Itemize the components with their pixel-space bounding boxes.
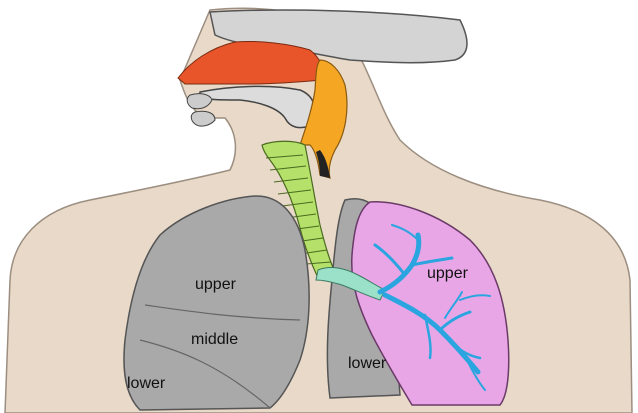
right-lung-lower-lobe-label: lower: [127, 376, 165, 392]
right-lung-upper-lobe-label: upper: [195, 277, 236, 293]
left-lung-upper-lobe-label: upper: [427, 266, 468, 282]
right-lung-middle-lobe-label: middle: [191, 332, 238, 348]
left-lung-lower-lobe-label: lower: [348, 356, 386, 372]
